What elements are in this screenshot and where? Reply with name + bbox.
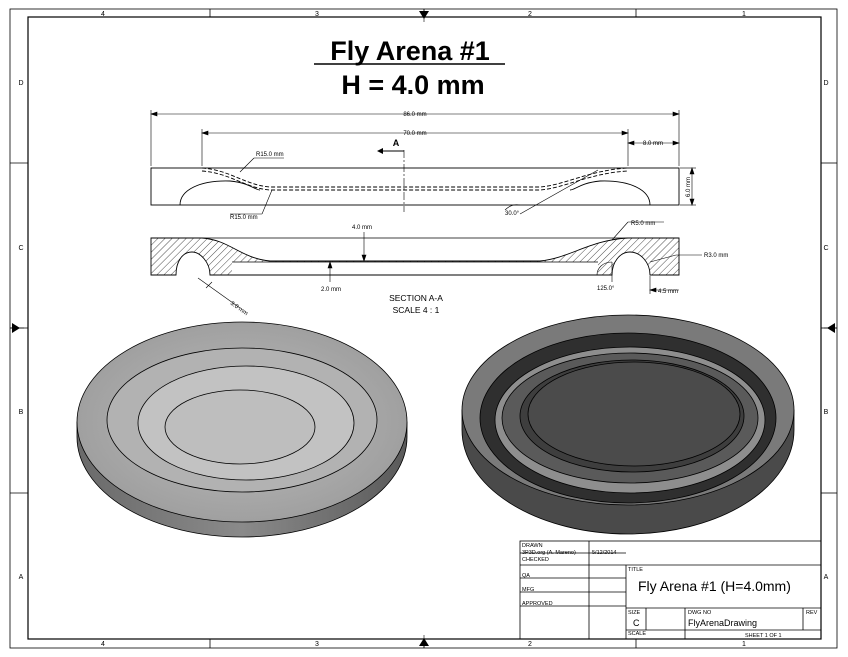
leader-r15-bottom (230, 189, 273, 215)
dim-length-3 (197, 277, 241, 309)
dim-length-3-label: 3.0 mm (229, 301, 249, 317)
dim-rim-width-label: 8.0 mm (643, 141, 663, 147)
dim-depth-label: 4.0 mm (352, 225, 372, 231)
leader-r5 (611, 221, 664, 241)
drawing-title-line1: Fly Arena #1 (330, 36, 490, 66)
zone-row-d-left: D (18, 80, 23, 87)
iso-view-top (76, 321, 408, 538)
tb-dwg-label: DWG NO (688, 610, 712, 616)
dim-inner-width-label: 70.0 mm (403, 131, 426, 137)
dim-radius-top-label: R15.0 mm (256, 152, 284, 158)
dim-overall-width-label: 86.0 mm (403, 112, 426, 118)
tb-dwg-value: FlyArenaDrawing (688, 618, 757, 628)
title-block (519, 540, 822, 640)
section-label: SECTION A-A (389, 293, 443, 303)
drawing-title-line2: H = 4.0 mm (341, 70, 484, 100)
zone-col-2-bottom: 2 (528, 641, 532, 648)
zone-col-4-bottom: 4 (101, 641, 105, 648)
dim-length-45-label: 4.5 mm (658, 289, 678, 295)
centering-marks (10, 9, 837, 648)
tb-qa-label: QA (522, 573, 530, 579)
dim-angle-top-label: 30.0° (505, 211, 520, 217)
zone-row-b-left: B (19, 409, 24, 416)
dim-radius-r5-label: R5.0 mm (631, 221, 655, 227)
dim-overall-width (150, 110, 680, 166)
zone-row-c-right: C (823, 245, 828, 252)
tb-size-label: SIZE (628, 610, 641, 616)
dim-floor (327, 261, 333, 282)
zone-row-d-right: D (823, 80, 828, 87)
zone-row-a-right: A (824, 574, 829, 581)
zone-row-c-left: C (18, 245, 23, 252)
leader-angle-bottom (596, 261, 613, 282)
tb-drawn-by: 3P3D.org (A. Mareno) (522, 550, 576, 556)
dim-height (680, 167, 696, 206)
leader-r15-top (239, 157, 284, 173)
zone-col-2-top: 2 (528, 11, 532, 18)
sheet-outer-border (9, 8, 838, 649)
scale-label: SCALE 4 : 1 (393, 305, 440, 315)
front-view (150, 167, 680, 206)
iso-view-bottom (461, 314, 795, 535)
dim-height-label: 6.0 mm (686, 177, 692, 197)
dim-angle-bottom-label: 125.0° (597, 286, 615, 292)
section-marker: A (377, 138, 404, 154)
leader-angle-top (504, 169, 599, 215)
tb-scale-label: SCALE (628, 631, 646, 637)
zone-row-a-left: A (19, 574, 24, 581)
zone-col-1-bottom: 1 (742, 641, 746, 648)
dim-floor-label: 2.0 mm (321, 287, 341, 293)
tb-size-value: C (633, 618, 640, 628)
zone-col-3-top: 3 (315, 11, 319, 18)
dim-depth (361, 232, 367, 262)
tb-drawn-label: DRAWN (522, 543, 543, 549)
section-view (150, 237, 680, 276)
svg-text:A: A (393, 138, 400, 148)
tb-approved-label: APPROVED (522, 601, 553, 607)
leader-r3 (649, 254, 702, 263)
dim-radius-r3-label: R3.0 mm (704, 253, 728, 259)
dim-inner-width (201, 129, 629, 166)
zone-col-3-bottom: 3 (315, 641, 319, 648)
zone-col-1-top: 1 (742, 11, 746, 18)
tb-sheet-text: SHEET 1 OF 1 (745, 633, 782, 639)
dim-length-45 (649, 276, 679, 294)
tb-drawn-date: 5/12/2014 (592, 550, 616, 556)
tb-title-label: TITLE (628, 567, 643, 573)
dim-radius-bottom-label: R15.0 mm (230, 215, 258, 221)
tb-mfg-label: MFG (522, 587, 534, 593)
dim-rim-width (627, 140, 680, 146)
tb-title-value: Fly Arena #1 (H=4.0mm) (638, 578, 791, 594)
zone-col-4-top: 4 (101, 11, 105, 18)
zone-row-b-right: B (824, 409, 829, 416)
tb-rev-label: REV (806, 610, 818, 616)
tb-checked-label: CHECKED (522, 557, 549, 563)
